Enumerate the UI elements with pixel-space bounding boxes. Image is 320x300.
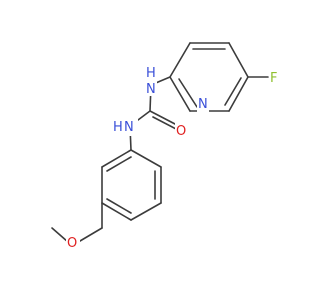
pyridine-nitrogen-label: N <box>198 97 208 112</box>
atom-nh-left: H N <box>112 118 138 136</box>
ether-oxygen-label: O <box>67 236 77 251</box>
bond <box>149 110 176 125</box>
carbonyl-oxygen-label: O <box>176 124 186 139</box>
bond <box>101 202 132 221</box>
bond <box>228 42 249 78</box>
bond <box>169 42 191 78</box>
bond <box>224 77 242 106</box>
nh-left-nitrogen-label: N <box>124 120 134 135</box>
bond <box>101 149 132 168</box>
structure-diagram: F N N H O H N O <box>51 42 281 252</box>
bond <box>79 227 103 242</box>
bond <box>106 198 132 214</box>
bond <box>169 76 191 112</box>
fluorine-label: F <box>270 71 277 86</box>
atom-F: F <box>269 66 281 86</box>
atom-ether-o: O <box>66 234 80 252</box>
bond <box>106 156 132 172</box>
bonds <box>51 42 269 243</box>
molecule-canvas: F N N H O H N O <box>51 42 281 252</box>
bond <box>178 78 198 108</box>
bond <box>51 227 69 243</box>
nh-top-nitrogen-label: N <box>146 82 156 97</box>
bond <box>152 116 179 131</box>
bond <box>130 149 162 168</box>
atom-carbonyl-o: O <box>175 122 188 140</box>
atom-nh-top: N H <box>143 66 157 97</box>
nh-left-hydrogen-label: H <box>113 120 123 135</box>
atom-pyridine-n: N <box>197 97 209 117</box>
bond <box>228 76 249 112</box>
bond <box>130 202 162 221</box>
nh-top-hydrogen-label: H <box>146 66 156 81</box>
